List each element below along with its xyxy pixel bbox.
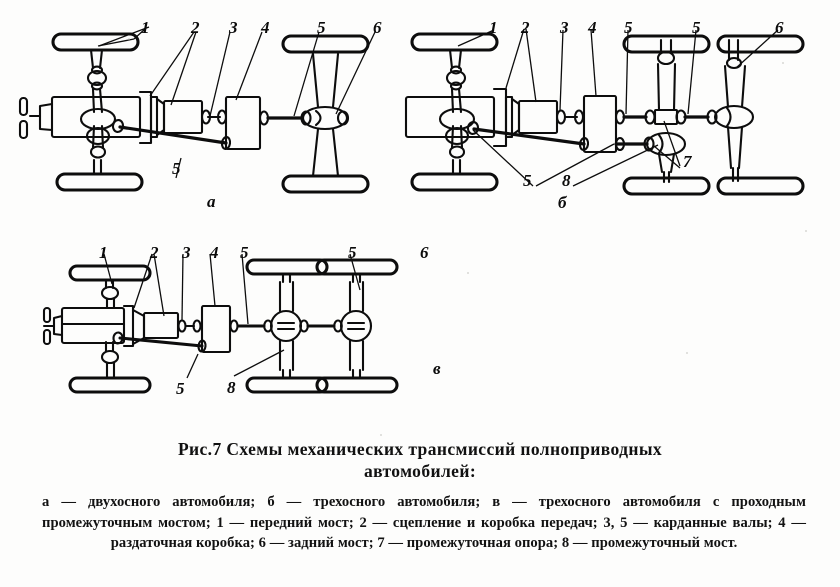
scheme-a-drawing	[18, 26, 410, 201]
caption-title-line-1: Рис.7 Схемы механических трансмиссий пол…	[0, 438, 840, 460]
callout-a-1: 1	[141, 18, 150, 37]
callout-v-5-lower: 5	[176, 379, 185, 398]
callout-b-7: 7	[683, 152, 692, 171]
callout-b-6: 6	[775, 18, 784, 37]
callout-b-4: 4	[588, 18, 597, 37]
figure-caption: Рис.7 Схемы механических трансмиссий пол…	[0, 438, 840, 483]
callout-b-5a: 5	[624, 18, 633, 37]
scan-speck	[805, 230, 807, 232]
figure-number: Рис.7	[177, 439, 222, 459]
callout-b-8: 8	[562, 171, 571, 190]
callout-b-5b: 5	[692, 18, 701, 37]
caption-title-line-2: автомобилей:	[363, 461, 477, 482]
callout-v-5a: 5	[240, 243, 249, 262]
callout-v-4: 4	[210, 243, 219, 262]
sub-caption-v: в	[433, 359, 441, 378]
scheme-b-drawing	[404, 26, 828, 206]
callout-a-4: 4	[261, 18, 270, 37]
callout-b-3: 3	[560, 18, 569, 37]
scan-speck	[686, 352, 688, 354]
callout-a-6: 6	[373, 18, 382, 37]
caption-title-text: Схемы механических трансмиссий полноприв…	[226, 439, 663, 459]
callout-a-2: 2	[191, 18, 200, 37]
callout-a-3: 3	[229, 18, 238, 37]
scan-speck	[467, 272, 469, 274]
callout-a-5-lower: 5	[172, 159, 181, 178]
callout-v-1: 1	[99, 243, 108, 262]
callout-v-2: 2	[150, 243, 159, 262]
scan-speck	[380, 434, 382, 436]
callout-v-5b: 5	[348, 243, 357, 262]
callout-a-5: 5	[317, 18, 326, 37]
scan-speck	[782, 62, 784, 64]
scheme-v-drawing	[42, 250, 452, 410]
figure-legend: а — двухосного автомобиля; б — трехосног…	[42, 494, 806, 552]
callout-v-3: 3	[182, 243, 191, 262]
sub-caption-b: б	[558, 193, 567, 212]
callout-b-1: 1	[489, 18, 498, 37]
sub-caption-a: а	[207, 192, 216, 211]
callout-b-5-lower: 5	[523, 171, 532, 190]
callout-v-6: 6	[420, 243, 429, 262]
callout-v-8: 8	[227, 378, 236, 397]
callout-b-2: 2	[521, 18, 530, 37]
scan-speck	[128, 38, 130, 40]
